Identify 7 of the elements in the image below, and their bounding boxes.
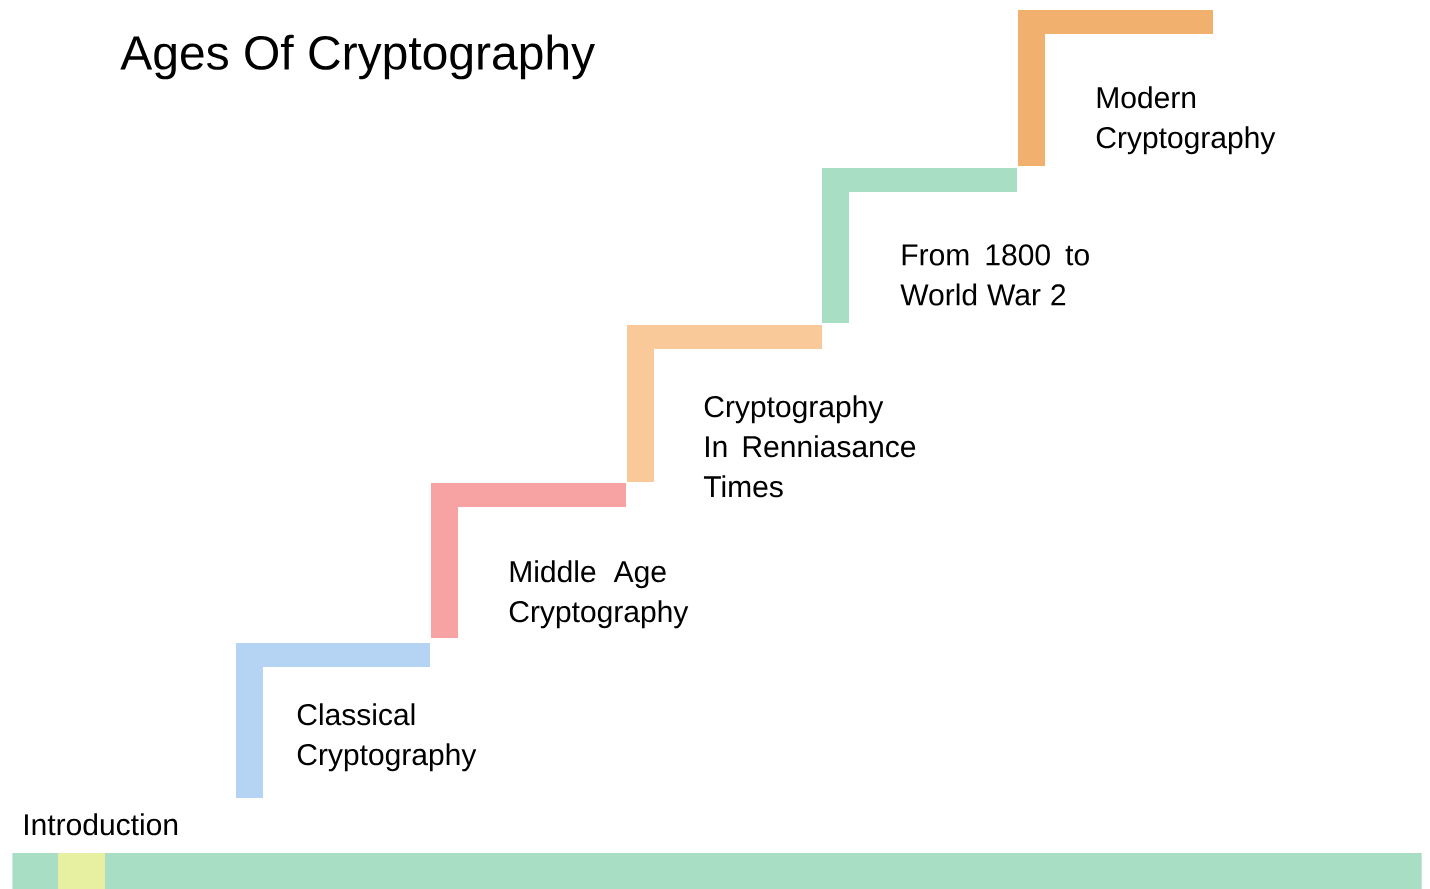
step-label: Cryptography In Renniasance Times — [703, 395, 916, 498]
step-label: Middle Age Cryptography — [509, 560, 689, 629]
step-label: Modern Cryptography — [1096, 86, 1276, 155]
step-label: Introduction — [25, 813, 178, 836]
step-label: Classical Cryptography — [297, 703, 477, 772]
title: Ages Of Cryptography — [120, 34, 595, 80]
step-label: From 1800 to World War 2 — [900, 244, 1089, 306]
